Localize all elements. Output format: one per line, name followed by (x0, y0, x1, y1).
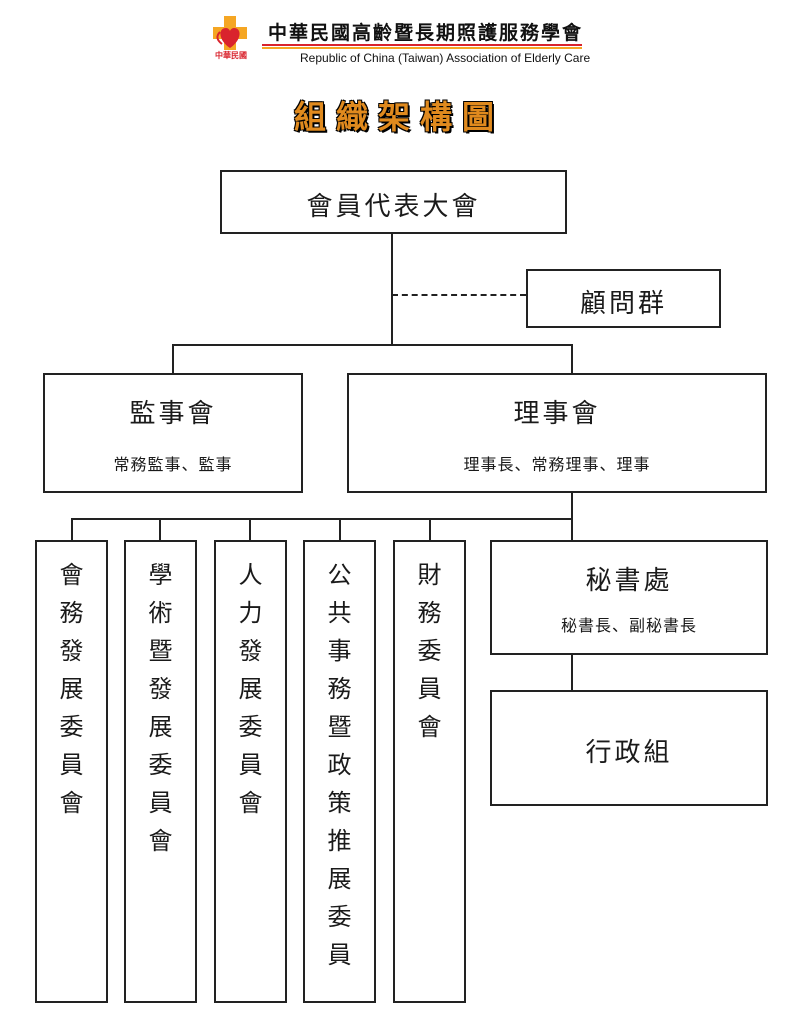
vertical-char: 委 (59, 713, 84, 741)
connector-advisors-dashed (392, 294, 526, 296)
vertical-char: 發 (238, 637, 263, 665)
node-admin: 行政組 (490, 690, 768, 806)
vertical-char: 會 (238, 789, 263, 817)
node-board-label: 理事會 (513, 399, 601, 429)
connector-secretariat-down (571, 654, 573, 690)
node-secretariat: 秘書處 秘書長、副秘書長 (490, 540, 768, 655)
vertical-char: 務 (417, 599, 442, 627)
vertical-char: 員 (148, 789, 173, 817)
vertical-char: 員 (238, 751, 263, 779)
vertical-char: 學 (148, 561, 173, 589)
vertical-char: 員 (327, 941, 352, 969)
committee-5-label: 財務委員會 (395, 556, 464, 746)
node-advisors-label: 顧問群 (579, 289, 667, 319)
connector-board-down (571, 492, 573, 540)
node-supervisors-members: 常務監事、監事 (113, 455, 233, 474)
vertical-char: 推 (327, 827, 352, 855)
node-assembly: 會員代表大會 (220, 170, 567, 234)
vertical-char: 務 (59, 599, 84, 627)
vertical-char: 發 (148, 675, 173, 703)
node-supervisors-label: 監事會 (129, 399, 217, 429)
vertical-char: 委 (238, 713, 263, 741)
committee-4: 公共事務暨政策推展委員 (303, 540, 376, 1003)
connector-committee-1 (71, 518, 73, 540)
vertical-char: 力 (238, 599, 263, 627)
committee-4-label: 公共事務暨政策推展委員 (305, 556, 374, 974)
vertical-char: 暨 (327, 713, 352, 741)
connector-committees-horizontal (71, 518, 573, 520)
page-title: 組織架構圖 (293, 98, 504, 136)
vertical-char: 展 (59, 675, 84, 703)
committee-3-label: 人力發展委員會 (216, 556, 285, 822)
committee-2-label: 學術暨發展委員會 (126, 556, 195, 860)
vertical-char: 財 (417, 561, 442, 589)
node-supervisors: 監事會 常務監事、監事 (43, 373, 303, 493)
connector-supervisors-drop (172, 344, 174, 374)
header-rule-orange (262, 47, 582, 49)
connector-committee-5 (429, 518, 431, 540)
committee-2: 學術暨發展委員會 (124, 540, 197, 1003)
vertical-char: 事 (327, 637, 352, 665)
vertical-char: 會 (59, 561, 84, 589)
vertical-char: 共 (327, 599, 352, 627)
connector-committee-2 (159, 518, 161, 540)
vertical-char: 會 (59, 789, 84, 817)
node-secretariat-members: 秘書長、副秘書長 (560, 616, 697, 635)
committee-1-label: 會務發展委員會 (37, 556, 106, 822)
node-board-members: 理事長、常務理事、理事 (463, 455, 651, 474)
vertical-char: 會 (417, 713, 442, 741)
committee-3: 人力發展委員會 (214, 540, 287, 1003)
vertical-char: 務 (327, 675, 352, 703)
vertical-char: 政 (327, 751, 352, 779)
connector-committee-4 (339, 518, 341, 540)
connector-top-horizontal (172, 344, 572, 346)
committee-5: 財務委員會 (393, 540, 466, 1003)
vertical-char: 暨 (148, 637, 173, 665)
org-name-zh: 中華民國高齡暨長期照護服務學會 (268, 22, 584, 44)
logo: 中華民國 (208, 14, 254, 64)
logo-text: 中華民國 (215, 50, 247, 60)
org-name-en: Republic of China (Taiwan) Association o… (300, 51, 591, 65)
connector-committee-3 (249, 518, 251, 540)
vertical-char: 術 (148, 599, 173, 627)
connector-board-drop (571, 344, 573, 374)
vertical-char: 發 (59, 637, 84, 665)
node-secretariat-label: 秘書處 (585, 566, 673, 596)
committee-1: 會務發展委員會 (35, 540, 108, 1003)
vertical-char: 展 (327, 865, 352, 893)
vertical-char: 展 (238, 675, 263, 703)
node-admin-label: 行政組 (585, 738, 673, 768)
vertical-char: 公 (327, 561, 352, 589)
vertical-char: 策 (327, 789, 352, 817)
vertical-char: 展 (148, 713, 173, 741)
header-rule-red (262, 44, 582, 46)
node-advisors: 顧問群 (526, 269, 721, 328)
node-board: 理事會 理事長、常務理事、理事 (347, 373, 767, 493)
vertical-char: 人 (238, 561, 263, 589)
vertical-char: 員 (417, 675, 442, 703)
logo-cross-heart-icon (213, 16, 247, 50)
vertical-char: 會 (148, 827, 173, 855)
vertical-char: 委 (148, 751, 173, 779)
vertical-char: 員 (59, 751, 84, 779)
vertical-char: 委 (327, 903, 352, 931)
vertical-char: 委 (417, 637, 442, 665)
connector-assembly-down (391, 233, 393, 345)
node-assembly-label: 會員代表大會 (306, 192, 481, 222)
